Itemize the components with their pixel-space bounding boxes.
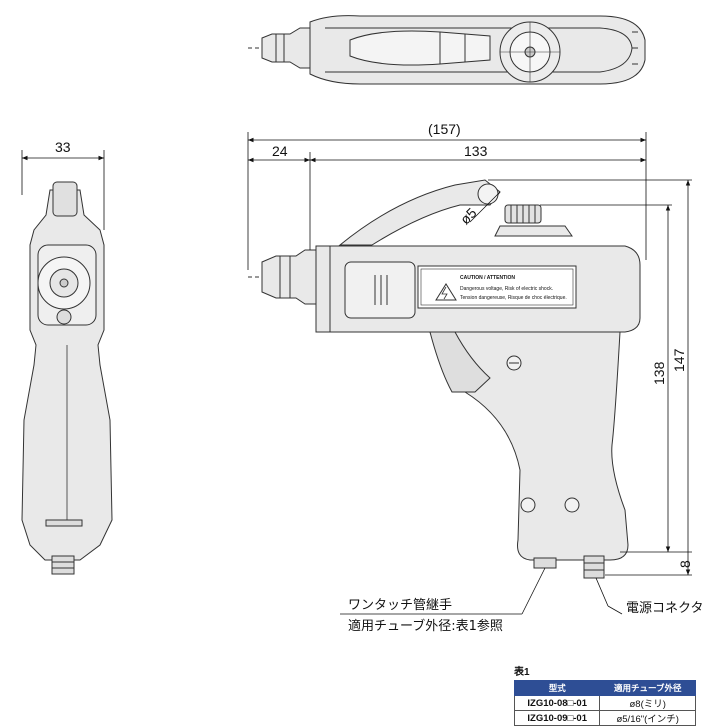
table-row: IZG10-09□-01 ø5/16"(インチ) bbox=[513, 710, 696, 726]
end-view bbox=[21, 181, 113, 575]
cell-model: IZG10-08□-01 bbox=[513, 695, 601, 711]
top-view bbox=[248, 15, 646, 85]
dim-tube-o5: ø5 bbox=[457, 204, 480, 227]
side-view-connector bbox=[583, 555, 605, 579]
dimension-lines bbox=[21, 132, 692, 615]
callout-connector: 電源コネクタ bbox=[626, 601, 703, 616]
cell-model: IZG10-09□-01 bbox=[513, 710, 601, 726]
dim-height-147: 147 bbox=[671, 348, 687, 372]
end-view-nozzle bbox=[52, 181, 78, 217]
header-tube: 適用チューブ外径 bbox=[599, 680, 696, 696]
grip-screw-left bbox=[520, 497, 536, 513]
table-header-row: 型式 適用チューブ外径 bbox=[513, 680, 696, 696]
caution-line1: Dangerous voltage, Risk of electric shoc… bbox=[460, 286, 553, 292]
side-view-nozzle bbox=[261, 249, 317, 305]
callout-fitting-tube: 適用チューブ外径:表1参照 bbox=[348, 618, 503, 634]
cell-tube: ø8(ミリ) bbox=[599, 695, 696, 711]
dim-height-138: 138 bbox=[651, 361, 667, 385]
caution-line2: Tension dangereuse, Risque de choc élect… bbox=[460, 295, 567, 301]
warning-triangle-icon bbox=[435, 283, 457, 301]
top-view-nozzle bbox=[261, 27, 311, 69]
side-view-trigger bbox=[429, 331, 491, 393]
end-view-fitting bbox=[51, 555, 75, 575]
cell-tube: ø5/16"(インチ) bbox=[599, 710, 696, 726]
dim-nozzle-24: 24 bbox=[272, 143, 288, 159]
side-view bbox=[248, 179, 641, 579]
tube-size-table: 型式 適用チューブ外径 IZG10-08□-01 ø8(ミリ) IZG10-09… bbox=[513, 680, 696, 726]
grip-screw-right bbox=[564, 497, 580, 513]
caution-title: CAUTION / ATTENTION bbox=[460, 275, 515, 281]
dim-body-133: 133 bbox=[464, 143, 488, 159]
table-title: 表1 bbox=[514, 667, 530, 678]
side-view-fitting bbox=[533, 557, 557, 569]
dim-width-33: 33 bbox=[55, 139, 71, 155]
header-model: 型式 bbox=[513, 680, 601, 696]
dim-overall-157: (157) bbox=[428, 121, 461, 137]
table-1: 表1 型式 適用チューブ外径 IZG10-08□-01 ø8(ミリ) IZG10… bbox=[513, 663, 722, 726]
side-view-battery-cover bbox=[344, 261, 416, 319]
callout-fitting: ワンタッチ管継手 bbox=[348, 598, 452, 613]
table-row: IZG10-08□-01 ø8(ミリ) bbox=[513, 695, 696, 711]
dim-offset-8: 8 bbox=[677, 560, 693, 568]
